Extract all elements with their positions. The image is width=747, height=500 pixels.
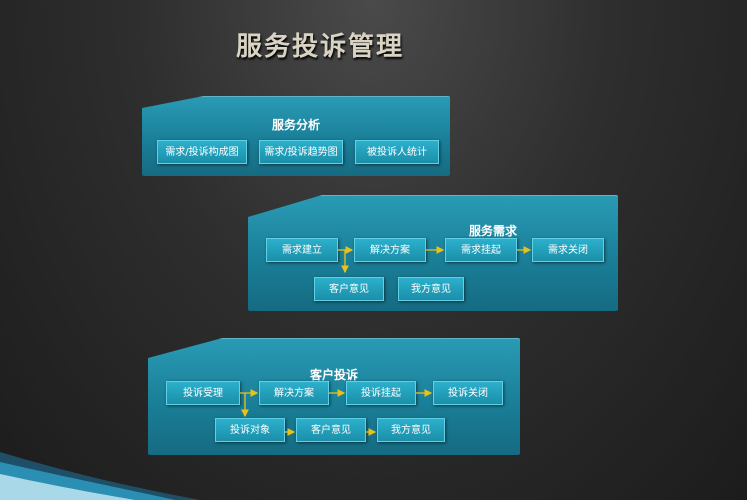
box-complaint-our-opinion[interactable]: 我方意见 <box>377 418 445 442</box>
box-demand-suspend[interactable]: 需求挂起 <box>445 238 517 262</box>
box-demand-create[interactable]: 需求建立 <box>266 238 338 262</box>
panel-customer-complaint: 客户投诉 投诉受理 解决方案 投诉挂起 投诉关闭 投诉对象 客户意见 我方意见 <box>148 338 520 455</box>
box-complaint-solution[interactable]: 解决方案 <box>259 381 329 405</box>
box-complaint-close[interactable]: 投诉关闭 <box>433 381 503 405</box>
box-demand-our-opinion[interactable]: 我方意见 <box>398 277 464 301</box>
box-complained-person-stats[interactable]: 被投诉人统计 <box>355 140 439 164</box>
panel-title-service-analysis: 服务分析 <box>271 118 320 132</box>
panel-service-demand: 服务需求 需求建立 解决方案 需求挂起 需求关闭 客户意见 我方意见 <box>248 195 618 311</box>
box-complaint-customer-opinion[interactable]: 客户意见 <box>296 418 366 442</box>
panel-title-service-demand: 服务需求 <box>468 224 517 238</box>
panel-title-customer-complaint: 客户投诉 <box>309 368 358 382</box>
panel-service-analysis: 服务分析 需求/投诉构成图 需求/投诉趋势图 被投诉人统计 <box>142 96 450 176</box>
box-complaint-accept[interactable]: 投诉受理 <box>166 381 240 405</box>
box-composition-chart[interactable]: 需求/投诉构成图 <box>157 140 247 164</box>
box-complaint-suspend[interactable]: 投诉挂起 <box>346 381 416 405</box>
box-trend-chart[interactable]: 需求/投诉趋势图 <box>259 140 343 164</box>
page-title: 服务投诉管理 <box>235 32 404 62</box>
box-demand-customer-opinion[interactable]: 客户意见 <box>314 277 384 301</box>
box-demand-solution[interactable]: 解决方案 <box>354 238 426 262</box>
box-complaint-target[interactable]: 投诉对象 <box>215 418 285 442</box>
box-demand-close[interactable]: 需求关闭 <box>532 238 604 262</box>
